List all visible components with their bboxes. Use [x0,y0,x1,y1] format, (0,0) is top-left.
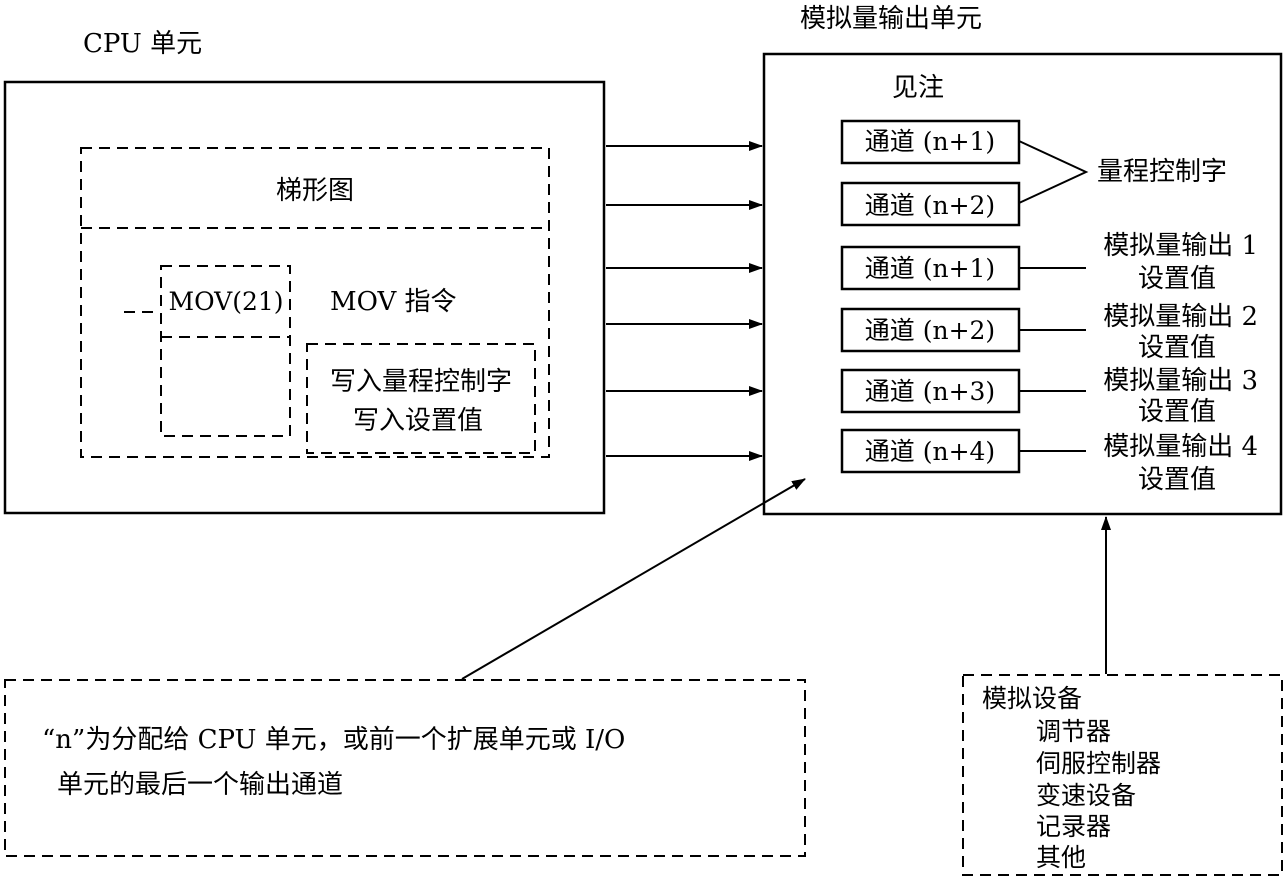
range-bracket [1018,140,1089,204]
mov-box-label: MOV(21) [168,287,283,316]
output-label-line2: 设置值 [1138,465,1216,495]
cpu-unit-title: CPU 单元 [83,29,202,59]
output-row: 通道 (n+2) 模拟量输出 2 设置值 [840,302,1258,363]
output-channel-label: 通道 (n+1) [865,254,995,283]
output-channel-label: 通道 (n+4) [865,437,995,466]
write-range-word-label: 写入量程控制字 [330,367,512,397]
ladder-diagram-frame [80,147,550,458]
analog-devices: 模拟设备 调节器 伺服控制器 变速设备 记录器 其他 [962,516,1283,876]
output-label-line1: 模拟量输出 3 [1103,366,1258,396]
write-set-value-label: 写入设置值 [353,406,483,436]
data-transfer-arrows [606,141,763,461]
output-channel-label: 通道 (n+3) [865,377,995,406]
device-item: 变速设备 [1036,781,1136,810]
device-item: 其他 [1036,843,1086,872]
range-channel-label: 通道 (n+2) [865,191,995,220]
range-channel-label: 通道 (n+1) [865,127,995,156]
range-channel-box [840,181,1021,227]
output-row: 通道 (n+3) 模拟量输出 3 设置值 [840,366,1258,427]
write-operand-box [306,343,536,454]
devices-title: 模拟设备 [982,684,1082,713]
range-control-word-label: 量程控制字 [1097,157,1227,187]
device-item: 伺服控制器 [1036,749,1161,778]
output-row: 通道 (n+4) 模拟量输出 4 设置值 [840,428,1258,495]
mov-instruction-label: MOV 指令 [330,287,457,317]
cpu-unit-box [3,80,606,515]
output-label-line2: 设置值 [1138,397,1216,427]
device-item: 记录器 [1036,812,1111,841]
output-label-line1: 模拟量输出 4 [1103,432,1258,462]
output-row: 通道 (n+1) 模拟量输出 1 设置值 [840,231,1258,294]
analog-unit-box [762,52,1283,516]
output-label-line2: 设置值 [1138,264,1216,294]
note-box: “n”为分配给 CPU 单元，或前一个扩展单元或 I/O 单元的最后一个输出通道 [4,478,806,857]
note-pointer-arrow [461,478,806,680]
note-frame [4,679,806,857]
cpu-unit: CPU 单元 梯形图 MOV(21) MOV 指令 写入量程控制字 写入设置值 [3,29,606,515]
mov-instruction-box [160,265,291,437]
note-line1: “n”为分配给 CPU 单元，或前一个扩展单元或 I/O [42,725,625,755]
output-channel-label: 通道 (n+2) [865,316,995,345]
analog-output-unit: 模拟量输出单元 见注 通道 (n+1) 通道 (n+2) 量程控制字 通道 (n… [762,4,1283,516]
note-reference-label: 见注 [892,73,944,103]
note-line2: 单元的最后一个输出通道 [57,770,343,800]
analog-unit-title: 模拟量输出单元 [800,4,982,34]
ladder-diagram-label: 梯形图 [276,176,354,206]
output-label-line1: 模拟量输出 2 [1103,302,1258,332]
output-label-line2: 设置值 [1138,333,1216,363]
output-label-line1: 模拟量输出 1 [1103,231,1258,261]
devices-frame [962,674,1283,876]
device-item: 调节器 [1036,717,1111,746]
